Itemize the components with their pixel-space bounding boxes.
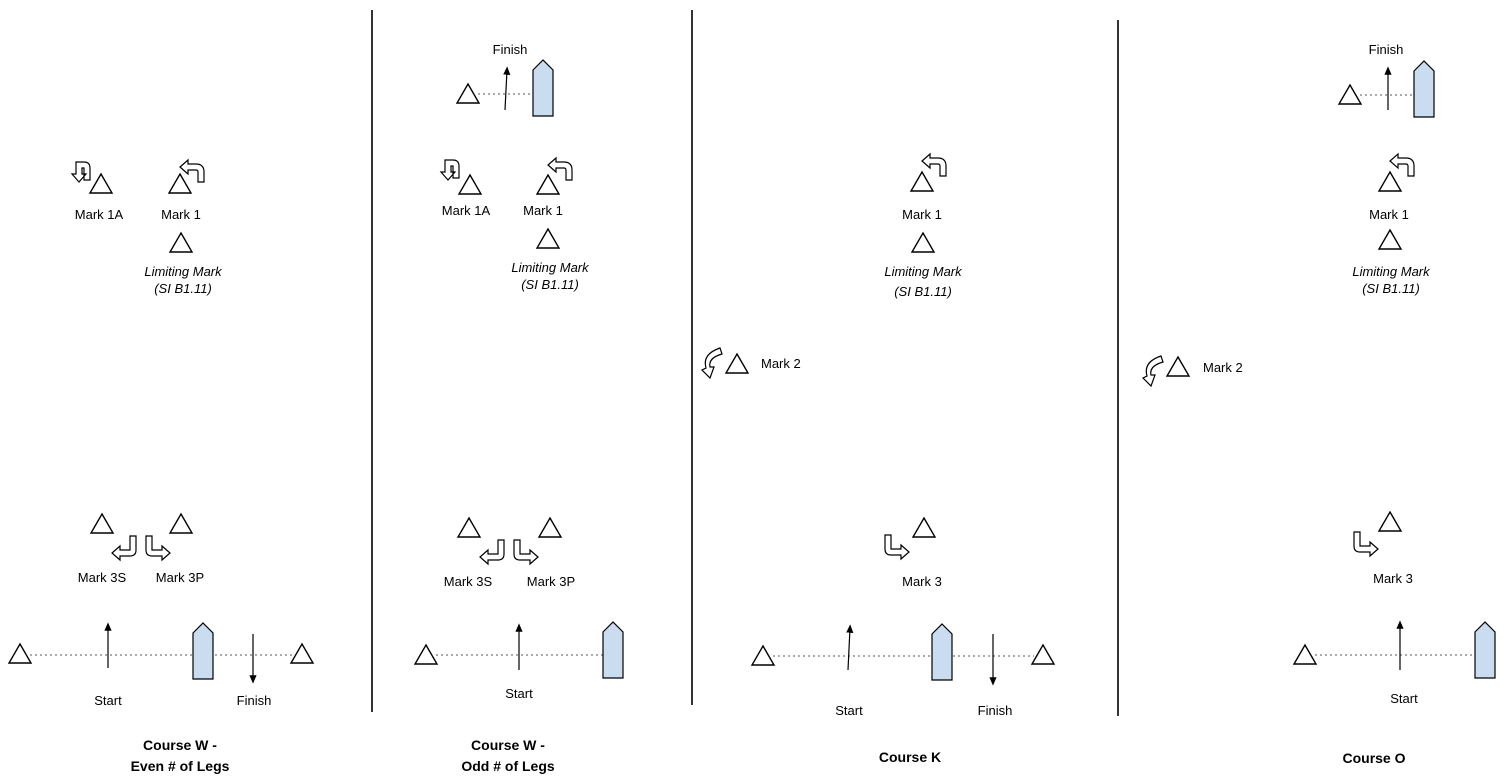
limiting-mark-label: Limiting Mark bbox=[511, 260, 590, 275]
gate-arrow-left-icon bbox=[479, 539, 505, 565]
course-w-even: Mark 1A Mark 1 Limiting Mark (SI B1.11) … bbox=[8, 159, 314, 774]
mark-1-buoy bbox=[910, 171, 934, 192]
mark-3s-buoy bbox=[457, 517, 481, 538]
mark-3s-label: Mark 3S bbox=[444, 574, 493, 589]
mark-1a-label: Mark 1A bbox=[442, 203, 491, 218]
limiting-mark-buoy bbox=[911, 232, 935, 253]
gate-arrow-right-icon bbox=[513, 539, 539, 565]
pin-buoy bbox=[456, 83, 480, 104]
start-arrow-icon bbox=[846, 624, 854, 671]
finish-label: Finish bbox=[1369, 42, 1404, 57]
limiting-mark-buoy bbox=[1378, 229, 1402, 250]
limiting-mark-label: Limiting Mark bbox=[1352, 264, 1431, 279]
limiting-mark-label: Limiting Mark bbox=[144, 264, 223, 279]
pin-buoy bbox=[751, 645, 775, 666]
course-subtitle: Odd # of Legs bbox=[461, 758, 555, 774]
finish-label: Finish bbox=[978, 703, 1013, 718]
mark-3-buoy bbox=[912, 517, 936, 538]
start-label: Start bbox=[835, 703, 863, 718]
pin-buoy bbox=[290, 643, 314, 664]
mark-2-label: Mark 2 bbox=[761, 356, 801, 371]
rounding-arrow-icon bbox=[1142, 355, 1164, 387]
rounding-arrow-icon bbox=[440, 159, 460, 181]
rounding-arrow-icon bbox=[1389, 153, 1415, 177]
rounding-arrow-icon bbox=[884, 534, 910, 560]
limiting-mark-buoy bbox=[536, 228, 560, 249]
limiting-mark-label: Limiting Mark bbox=[884, 264, 963, 279]
rounding-arrow-icon bbox=[179, 159, 205, 183]
limiting-mark-ref: (SI B1.11) bbox=[521, 277, 579, 292]
limiting-mark-buoy bbox=[169, 232, 193, 253]
course-title: Course W - bbox=[143, 737, 217, 753]
rounding-arrow-icon bbox=[921, 153, 947, 177]
mark-3-label: Mark 3 bbox=[902, 574, 942, 589]
pin-buoy bbox=[8, 643, 32, 664]
rounding-arrow-icon bbox=[701, 347, 723, 379]
rounding-arrow-icon bbox=[547, 157, 573, 181]
committee-boat-icon bbox=[192, 622, 214, 680]
mark-2-label: Mark 2 bbox=[1203, 360, 1243, 375]
limiting-mark-ref: (SI B1.11) bbox=[894, 284, 952, 299]
mark-3p-label: Mark 3P bbox=[156, 570, 204, 585]
course-k: Mark 1 Limiting Mark (SI B1.11) Mark 2 M… bbox=[701, 153, 1055, 765]
gate-arrow-right-icon bbox=[145, 535, 171, 561]
finish-label: Finish bbox=[493, 42, 528, 57]
committee-boat-icon bbox=[931, 623, 953, 681]
committee-boat-icon bbox=[602, 621, 624, 679]
course-subtitle: Even # of Legs bbox=[131, 758, 230, 774]
limiting-mark-ref: (SI B1.11) bbox=[154, 281, 212, 296]
mark-3s-buoy bbox=[90, 513, 114, 534]
start-label: Start bbox=[94, 693, 122, 708]
course-o: Finish Mark 1 Limiting Mark (SI B1.11) M… bbox=[1142, 42, 1496, 766]
pin-buoy bbox=[1031, 644, 1055, 665]
mark-3p-buoy bbox=[169, 513, 193, 534]
mark-1-buoy bbox=[168, 173, 192, 194]
finish-label: Finish bbox=[237, 693, 272, 708]
gate-arrow-left-icon bbox=[111, 535, 137, 561]
pin-buoy bbox=[1338, 84, 1362, 105]
mark-3-label: Mark 3 bbox=[1373, 571, 1413, 586]
mark-3-buoy bbox=[1378, 511, 1402, 532]
pin-buoy bbox=[1293, 644, 1317, 665]
mark-2-buoy bbox=[1166, 356, 1190, 377]
start-label: Start bbox=[1390, 691, 1418, 706]
start-label: Start bbox=[505, 686, 533, 701]
mark-3p-label: Mark 3P bbox=[527, 574, 575, 589]
committee-boat-icon bbox=[532, 59, 554, 117]
mark-3s-label: Mark 3S bbox=[78, 570, 127, 585]
mark-1-label: Mark 1 bbox=[1369, 207, 1409, 222]
mark-1a-buoy bbox=[89, 173, 113, 194]
mark-1-label: Mark 1 bbox=[523, 203, 563, 218]
rounding-arrow-icon bbox=[71, 161, 91, 183]
mark-3p-buoy bbox=[538, 517, 562, 538]
pin-buoy bbox=[414, 644, 438, 665]
mark-1-buoy bbox=[536, 174, 560, 195]
course-w-odd: Finish Mark 1A Mark 1 Limiting Mark (SI … bbox=[414, 42, 624, 774]
course-title: Course O bbox=[1342, 750, 1405, 766]
rounding-arrow-icon bbox=[1353, 531, 1379, 557]
limiting-mark-ref: (SI B1.11) bbox=[1362, 281, 1420, 296]
course-title: Course W - bbox=[471, 737, 545, 753]
mark-1-buoy bbox=[1378, 171, 1402, 192]
finish-arrow-icon bbox=[503, 66, 511, 111]
mark-1-label: Mark 1 bbox=[161, 207, 201, 222]
mark-1-label: Mark 1 bbox=[902, 207, 942, 222]
mark-1a-label: Mark 1A bbox=[75, 207, 124, 222]
mark-1a-buoy bbox=[458, 174, 482, 195]
committee-boat-icon bbox=[1413, 60, 1435, 118]
mark-2-buoy bbox=[725, 353, 749, 374]
committee-boat-icon bbox=[1474, 621, 1496, 679]
course-title: Course K bbox=[879, 749, 941, 765]
